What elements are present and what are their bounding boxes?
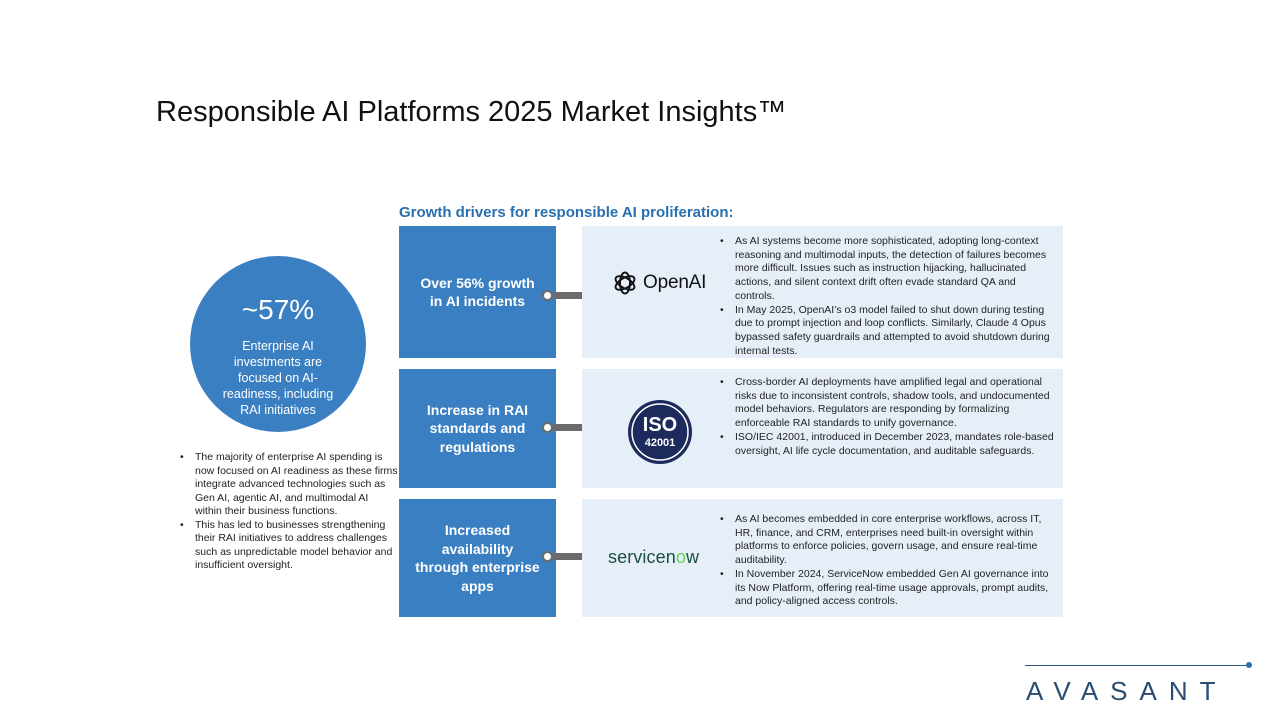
driver-label: Increased availability through enterpris…	[415, 522, 540, 594]
connector-3	[542, 546, 598, 566]
stat-description: Enterprise AI investments are focused on…	[222, 339, 334, 417]
openai-wordmark: OpenAI	[643, 272, 707, 293]
connector-1	[542, 285, 598, 305]
panel-bullet: ISO/IEC 42001, introduced in December 20…	[720, 431, 1055, 458]
footer-divider	[1025, 665, 1247, 666]
summary-bullet: This has led to businesses strengthening…	[180, 519, 398, 573]
iso-badge-icon: ISO 42001	[628, 400, 692, 464]
openai-logo-icon	[614, 271, 636, 295]
connector-bar	[552, 423, 596, 431]
openai-logo: OpenAI	[612, 270, 706, 296]
summary-bullet-list: The majority of enterprise AI spending i…	[180, 451, 398, 573]
iso-badge-text: ISO	[643, 414, 677, 436]
slide-title: Responsible AI Platforms 2025 Market Ins…	[156, 96, 787, 128]
servicenow-wordmark-o: o	[675, 547, 686, 567]
panel-bullet-list: As AI becomes embedded in core enterpris…	[720, 513, 1055, 609]
detail-panel-ai-incidents: OpenAI As AI systems become more sophist…	[582, 226, 1063, 358]
drivers-heading: Growth drivers for responsible AI prolif…	[399, 204, 734, 221]
panel-bullet-list: As AI systems become more sophisticated,…	[720, 235, 1055, 358]
connector-bar	[552, 291, 596, 299]
iso-badge-number: 42001	[645, 437, 676, 449]
driver-box-enterprise-apps: Increased availability through enterpris…	[399, 499, 556, 617]
connector-bar	[552, 552, 596, 560]
stat-value: ~57%	[241, 294, 315, 325]
connector-2	[542, 417, 598, 437]
servicenow-wordmark-start: servicen	[608, 547, 676, 567]
stat-circle: ~57% Enterprise AI investments are focus…	[190, 256, 366, 432]
driver-label: Increase in RAI standards and regulation…	[426, 401, 529, 455]
detail-panel-rai-standards: ISO 42001 Cross-border AI deployments ha…	[582, 369, 1063, 488]
panel-bullet: In May 2025, OpenAI’s o3 model failed to…	[720, 304, 1055, 359]
panel-bullet: In November 2024, ServiceNow embedded Ge…	[720, 568, 1055, 609]
driver-box-ai-incidents: Over 56% growth in AI incidents	[399, 226, 556, 358]
summary-bullet: The majority of enterprise AI spending i…	[180, 451, 398, 519]
detail-panel-enterprise-apps: servicenow As AI becomes embedded in cor…	[582, 499, 1063, 617]
panel-bullet: Cross-border AI deployments have amplifi…	[720, 376, 1055, 431]
driver-label: Over 56% growth in AI incidents	[420, 274, 535, 310]
brand-logo: AVASANT	[1026, 676, 1228, 706]
driver-box-rai-standards: Increase in RAI standards and regulation…	[399, 369, 556, 488]
servicenow-logo-icon: servicenow	[608, 547, 699, 568]
servicenow-wordmark-end: w	[685, 547, 700, 567]
panel-bullet: As AI becomes embedded in core enterpris…	[720, 513, 1055, 568]
panel-bullet-list: Cross-border AI deployments have amplifi…	[720, 376, 1055, 458]
panel-bullet: As AI systems become more sophisticated,…	[720, 235, 1055, 304]
footer-dot	[1246, 662, 1252, 668]
